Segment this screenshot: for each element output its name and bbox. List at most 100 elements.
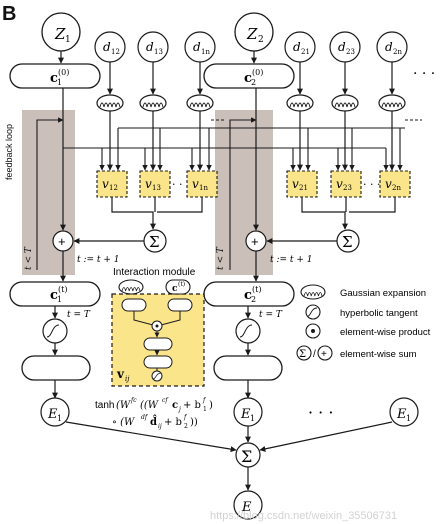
svg-text:Z: Z — [246, 25, 258, 43]
t-equal-T-left: t = T — [67, 310, 91, 320]
svg-text:tanh: tanh — [95, 400, 114, 411]
v-node-right-21: v 21 — [286, 170, 318, 198]
elementwise-sum-icon: Σ / + — [296, 345, 333, 361]
svg-text:d: d — [338, 40, 346, 54]
svg-text:+ b: + b — [183, 400, 201, 411]
v-node-left-12: v 12 — [96, 170, 128, 198]
ellipsis-e: · · · — [308, 403, 333, 422]
gaussian-expansion-icon — [186, 94, 214, 112]
svg-text:(0): (0) — [252, 68, 263, 77]
svg-text:1n: 1n — [201, 48, 210, 56]
svg-text:)): )) — [190, 417, 198, 428]
svg-text:13: 13 — [152, 184, 161, 192]
t-equal-T-right: t = T — [259, 310, 283, 320]
svg-text:2n: 2n — [393, 48, 402, 56]
svg-text:2n: 2n — [392, 184, 401, 192]
d-node-left-1n: d 1n — [184, 31, 216, 63]
d-node-left-13: d 13 — [137, 31, 169, 63]
elementwise-product-icon — [305, 323, 321, 339]
svg-text:v: v — [292, 177, 299, 191]
svg-text:df: df — [141, 414, 149, 421]
svg-text:13: 13 — [154, 48, 163, 56]
t-less-T-label-right: t < T — [216, 246, 226, 270]
svg-text:d: d — [103, 40, 111, 54]
svg-text:v: v — [145, 177, 152, 191]
svg-text:E: E — [47, 407, 58, 422]
hyperbolic-tangent-icon — [235, 318, 261, 344]
gaussian-expansion-icon — [139, 94, 167, 112]
svg-text:E: E — [240, 407, 251, 422]
c-init-right — [203, 63, 295, 89]
svg-text:+: + — [321, 349, 327, 360]
interaction-module-v-sub: ij — [125, 375, 130, 383]
svg-text:v: v — [336, 177, 343, 191]
svg-text:+ b: + b — [164, 417, 182, 428]
svg-text:j: j — [177, 406, 181, 413]
d-node-right-21: d 21 — [284, 31, 316, 63]
svg-text:23: 23 — [346, 48, 355, 56]
svg-text:1: 1 — [57, 295, 62, 304]
c-init-left-sup: (0) — [58, 68, 69, 77]
legend-label-product: element-wise product — [340, 327, 431, 338]
interaction-module: Interaction module c (t) v ij — [111, 267, 205, 387]
svg-text:2: 2 — [258, 35, 264, 45]
v-node-right-2n: v 2n — [379, 170, 411, 198]
svg-text:23: 23 — [343, 184, 352, 192]
v-ellipsis-right: · · · — [363, 178, 380, 191]
interaction-module-v-label: v — [116, 367, 125, 381]
feedback-loop-label: feedback loop — [4, 124, 14, 180]
c-init-left — [9, 63, 101, 89]
svg-text:ij: ij — [158, 423, 162, 430]
c-init-left-sub: 1 — [57, 78, 62, 87]
svg-text:f: f — [202, 397, 207, 404]
v-node-left-1n: v 1n — [186, 170, 218, 198]
gaussian-expansion-icon — [96, 94, 124, 112]
svg-text:c: c — [172, 284, 178, 294]
legend-item-tanh: hyperbolic tangent — [305, 304, 418, 320]
v-ellipsis-left: · · · — [172, 178, 189, 191]
d-node-left-12: d 12 — [94, 31, 126, 63]
svg-text:+: + — [58, 234, 66, 249]
svg-text:2: 2 — [184, 423, 188, 430]
legend: Gaussian expansion hyperbolic tangent el… — [296, 284, 431, 361]
svg-text:v: v — [102, 177, 109, 191]
svg-text:1: 1 — [250, 414, 255, 423]
svg-text:(t): (t) — [58, 285, 67, 294]
gaussian-expansion-icon — [300, 284, 326, 300]
svg-text:Σ: Σ — [241, 447, 252, 466]
svg-text:c: c — [244, 288, 252, 303]
svg-text:d: d — [385, 40, 393, 54]
hyperbolic-tangent-icon — [151, 370, 163, 382]
svg-text:): ) — [209, 400, 213, 411]
legend-item-sum: Σ / + element-wise sum — [296, 345, 417, 361]
svg-text:d: d — [293, 40, 301, 54]
gaussian-expansion-icon — [331, 94, 359, 112]
d-node-right-2n: d 2n — [376, 31, 408, 63]
z-node-left-label: Z — [54, 25, 66, 43]
svg-text:fc: fc — [130, 397, 137, 404]
legend-item-product: element-wise product — [305, 323, 431, 339]
e-node-far-label: E — [396, 407, 407, 422]
elementwise-product-icon — [151, 320, 163, 332]
legend-label-sum: element-wise sum — [340, 349, 417, 360]
svg-text:c: c — [50, 288, 58, 303]
svg-text:v: v — [385, 177, 392, 191]
dense-right — [213, 355, 283, 381]
legend-sum-separator: / — [313, 349, 316, 360]
v-node-left-13: v 13 — [139, 170, 171, 198]
e-node-output-label: E — [241, 500, 252, 515]
atom-right: Z 2 c (0) 2 d 21 d 23 d 2n · · · — [203, 12, 435, 427]
e-node-far — [389, 397, 419, 427]
legend-item-gaussian: Gaussian expansion — [300, 284, 426, 300]
svg-text:Σ: Σ — [149, 233, 160, 251]
e-node-far-sub: 1 — [406, 414, 411, 423]
svg-text:f: f — [183, 414, 188, 421]
svg-text:(t): (t) — [252, 285, 261, 294]
svg-text:1: 1 — [203, 406, 207, 413]
legend-label-gaussian: Gaussian expansion — [340, 288, 426, 299]
svg-text:Σ: Σ — [299, 349, 306, 360]
svg-text:21: 21 — [299, 184, 308, 192]
c-input-box — [165, 279, 191, 295]
t-less-T-label-left: t < T — [24, 246, 34, 270]
